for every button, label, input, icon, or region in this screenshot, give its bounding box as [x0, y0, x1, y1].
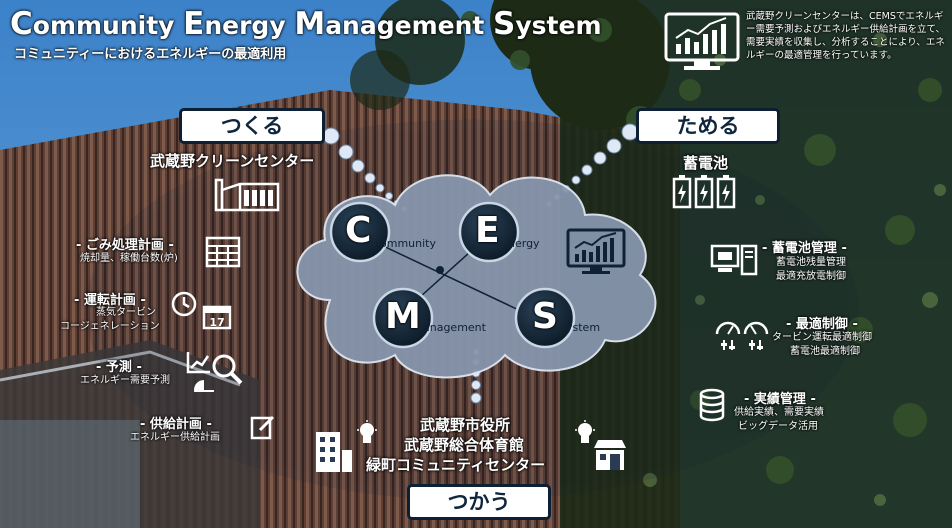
city-hall-label: 武蔵野市役所: [420, 416, 511, 434]
clock-icon: [171, 291, 197, 317]
bulb-icon: [575, 420, 595, 443]
system-description: 武蔵野クリーンセンターは、CEMSでエネルギー需要予測およびエネルギー供給計画を…: [746, 11, 946, 61]
gymnasium-label: 武蔵野総合体育館: [404, 436, 525, 454]
cems-e-node: E: [475, 210, 500, 251]
optimal-control-detail-2: 蓄電池最適制御: [790, 346, 860, 357]
cems-e-word: nergy: [508, 237, 540, 250]
cems-s-node: S: [532, 296, 558, 337]
gauge-icon: [715, 321, 769, 350]
cems-m-node: M: [385, 296, 421, 337]
page-title: Community Energy Management System: [10, 6, 602, 42]
forecast-title: - 予測 -: [96, 360, 142, 375]
page-subtitle: コミュニティーにおけるエネルギーの最適利用: [14, 47, 287, 62]
calendar-17-icon: 17: [202, 305, 232, 330]
battery-mgmt-title: - 蓄電池管理 -: [762, 241, 847, 256]
svg-text:17: 17: [209, 316, 224, 329]
operation-plan-detail-1: 蒸気タービン: [96, 307, 156, 318]
shop-icon: [594, 440, 626, 470]
results-mgmt-detail-1: 供給実績、需要実績: [734, 407, 824, 418]
chart-magnify-icon: [186, 352, 243, 392]
optimal-control-title: - 最適制御 -: [786, 317, 858, 332]
operation-plan-detail-2: コージェネレーション: [60, 321, 160, 332]
battery-mgmt-detail-2: 最適充放電制御: [776, 271, 846, 282]
clipboard-pencil-icon: [250, 415, 275, 440]
factory-icon: [214, 178, 280, 212]
battery-icon: [672, 175, 736, 209]
optimal-control-detail-1: タービン運転最適制御: [772, 332, 872, 343]
cems-c-word: ommunity: [380, 237, 436, 250]
plant-name: 武蔵野クリーンセンター: [150, 152, 315, 170]
results-mgmt-detail-2: ビッグデータ活用: [738, 421, 818, 432]
bulb-icon: [357, 420, 377, 443]
storage-title: 蓄電池: [683, 154, 729, 172]
tsukuru-label: つくる: [179, 108, 325, 144]
cems-m-word: anagement: [423, 321, 486, 334]
supply-plan-title: - 供給計画 -: [140, 417, 212, 432]
monitor-chart-icon: [566, 228, 626, 274]
monitor-chart-icon: [664, 12, 740, 70]
forecast-detail: エネルギー需要予測: [80, 375, 170, 386]
database-icon: [699, 388, 725, 422]
garbage-plan-detail: 焼却量、稼働台数(炉): [80, 253, 178, 264]
calendar-grid-icon: [205, 236, 241, 268]
garbage-plan-title: - ごみ処理計画 -: [76, 238, 174, 253]
tsukau-label: つかう: [407, 484, 551, 520]
building-icon: [316, 432, 352, 472]
cems-c-node: C: [345, 210, 372, 251]
cems-s-word: ystem: [566, 321, 601, 334]
results-mgmt-title: - 実績管理 -: [744, 392, 816, 407]
community-center-label: 緑町コミュニティセンター: [366, 456, 546, 474]
supply-plan-detail: エネルギー供給計画: [130, 432, 220, 443]
operation-plan-title: - 運転計画 -: [74, 293, 146, 308]
tameru-label: ためる: [636, 108, 780, 144]
computer-icon: [710, 244, 758, 276]
battery-mgmt-detail-1: 蓄電池残量管理: [776, 257, 846, 268]
